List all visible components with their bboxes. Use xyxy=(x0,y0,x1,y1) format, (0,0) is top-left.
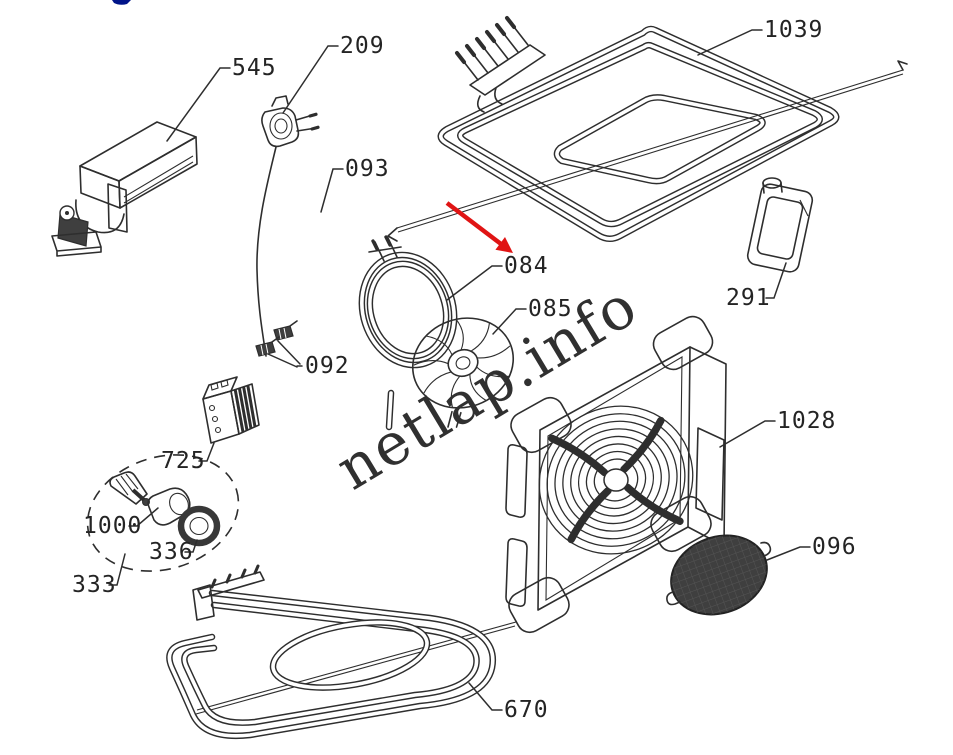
leader-lines xyxy=(108,29,811,711)
part-label-084: 084 xyxy=(504,253,549,279)
part-label-725: 725 xyxy=(161,448,206,474)
part-label-1000: 1000 xyxy=(83,513,143,539)
part-label-291: 291 xyxy=(726,285,771,311)
oven-lamp-bulb xyxy=(109,471,150,506)
part-label-209: 209 xyxy=(340,33,385,59)
part-label-1028: 1028 xyxy=(777,408,837,434)
fan-impeller xyxy=(411,317,515,428)
part-label-336: 336 xyxy=(149,539,194,565)
fixing-clips xyxy=(255,320,298,357)
part-label-333: 333 xyxy=(72,572,117,598)
grill-heating-element xyxy=(387,16,908,242)
lamp-assembly-group xyxy=(86,454,240,572)
circular-heating-element xyxy=(358,235,458,431)
part-label-092: 092 xyxy=(305,353,350,379)
part-label-093: 093 xyxy=(345,156,390,182)
power-plug xyxy=(256,95,320,357)
part-label-085: 085 xyxy=(528,296,573,322)
part-label-096: 096 xyxy=(812,534,857,560)
fan-grille xyxy=(538,405,694,555)
terminal-block xyxy=(202,376,260,444)
part-label-545: 545 xyxy=(232,55,277,81)
rotisserie-motor xyxy=(51,121,198,257)
fan-housing-panel xyxy=(505,315,727,634)
part-label-670: 670 xyxy=(504,697,549,723)
lamp-cover-frame xyxy=(746,177,814,273)
highlight-arrow xyxy=(445,201,513,253)
lower-heating-element xyxy=(166,564,517,739)
lamp-glass xyxy=(177,505,221,547)
round-mesh-cover xyxy=(666,534,772,616)
cropped-logo-fragment xyxy=(112,0,131,5)
part-label-1039: 1039 xyxy=(764,17,824,43)
